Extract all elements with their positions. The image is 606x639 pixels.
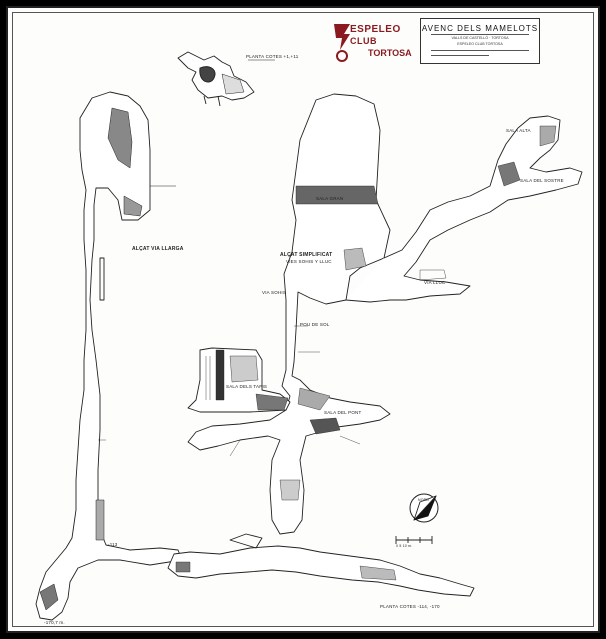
title-rule — [431, 55, 489, 56]
label-alcat-llarga: ALÇAT VIA LLARGA — [132, 246, 184, 252]
label-alcat-simplificat: ALÇAT SIMPLIFICAT — [280, 252, 333, 258]
label-sala-pont: SALA DEL PONT — [324, 410, 362, 415]
label-north: NORD — [418, 498, 430, 502]
club-logo: ESPELEO CLUB TORTOSA — [330, 20, 414, 64]
label-planta-top: PLANTA COTES +1,+11 — [246, 54, 299, 59]
label-depth-bottom: -170,7 m. — [44, 620, 65, 625]
logo-line-2: CLUB — [350, 36, 377, 46]
label-via-sohis: VIA SOHIS — [262, 290, 287, 295]
elevation-via-llarga — [35, 91, 183, 621]
title-rule — [431, 34, 529, 35]
label-depth-113: -113 — [108, 542, 118, 547]
logo-emblem-icon — [334, 24, 350, 62]
logo-line-3: TORTOSA — [368, 48, 412, 58]
label-sala-sostre: SALA DEL SOSTRE — [520, 178, 564, 183]
label-pou-sol: POU DE SOL — [300, 322, 330, 327]
label-planta-bottom: PLANTA COTES -114, -170 — [380, 604, 440, 609]
title-block: AVENC DELS MAMELOTS VALLS DE CASTELLÓ · … — [420, 18, 540, 64]
plan-bottom — [167, 533, 475, 597]
survey-subtitle-2: ESPELEO CLUB TORTOSA — [457, 42, 503, 46]
elevation-right-branch — [345, 115, 583, 303]
label-via-lluc: VIA LLUC — [424, 280, 446, 285]
plan-top-sketch — [177, 51, 275, 107]
elevation-left-lower — [187, 347, 291, 413]
label-sala-tapis: SALA DELS TAPIS — [226, 384, 268, 389]
survey-subtitle-1: VALLS DE CASTELLÓ · TORTOSA — [451, 36, 509, 40]
leader-lines — [98, 325, 361, 457]
elevation-simplified — [187, 93, 391, 535]
sheet-frame — [12, 12, 594, 627]
title-rule — [431, 50, 529, 51]
label-alcat-simplificat-2: VIES SOHIS Y LLUC — [286, 259, 332, 264]
north-arrow — [409, 493, 439, 523]
survey-title: AVENC DELS MAMELOTS — [421, 24, 539, 33]
logo-line-1: ESPELEO — [350, 24, 401, 35]
label-sala-gran: SALA GRAN — [316, 196, 344, 201]
scale-bar — [395, 536, 433, 544]
label-sala-alta: SALA ALTA — [506, 128, 531, 133]
label-scale: 0 5 10 m. — [396, 544, 413, 548]
